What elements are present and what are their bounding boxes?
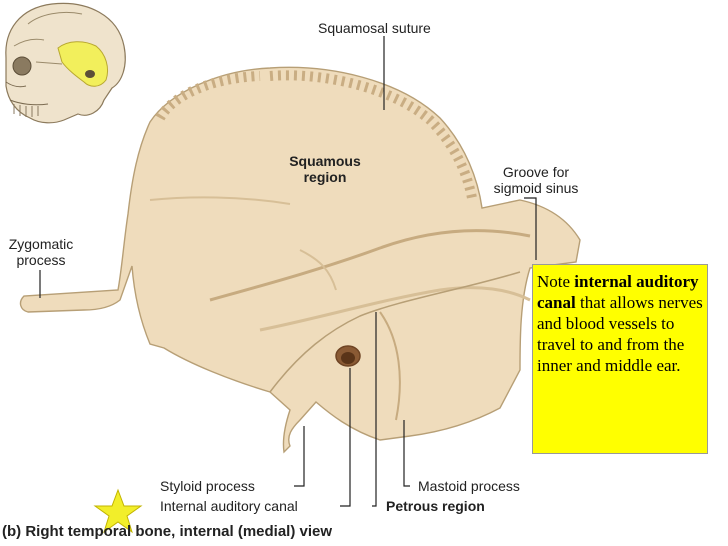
label-styloid-process: Styloid process — [160, 478, 255, 494]
label-zygomatic-line2: process — [16, 252, 66, 268]
star-marker — [93, 488, 143, 534]
label-petrous-region: Petrous region — [386, 498, 485, 514]
label-groove-line1: Groove for — [502, 164, 570, 180]
label-zygomatic-line1: Zygomatic — [8, 236, 74, 252]
label-groove-sigmoid-sinus: Groove for sigmoid sinus — [480, 164, 592, 196]
label-squamous-region: Squamous region — [280, 153, 370, 185]
label-squamosal-suture: Squamosal suture — [318, 20, 431, 36]
note-rest: that allows nerves and blood vessels to … — [537, 293, 703, 375]
label-zygomatic-process: Zygomatic process — [0, 236, 82, 268]
leader-lines — [39, 36, 537, 507]
label-squamous-region-line2: region — [303, 169, 347, 185]
temporal-bone-highlight — [57, 41, 109, 87]
label-groove-line2: sigmoid sinus — [493, 180, 579, 196]
label-squamous-region-line1: Squamous — [289, 153, 361, 169]
label-mastoid-process: Mastoid process — [418, 478, 520, 494]
skull-thumbnail — [5, 2, 126, 124]
label-internal-auditory-canal: Internal auditory canal — [160, 498, 298, 514]
temporal-bone-illustration — [19, 66, 581, 454]
figure-caption: (b) Right temporal bone, internal (media… — [2, 523, 333, 540]
note-box: Note internal auditory canal that allows… — [532, 264, 708, 454]
note-prefix: Note — [537, 272, 575, 291]
note-bold-text: internal auditory canal — [537, 272, 699, 312]
